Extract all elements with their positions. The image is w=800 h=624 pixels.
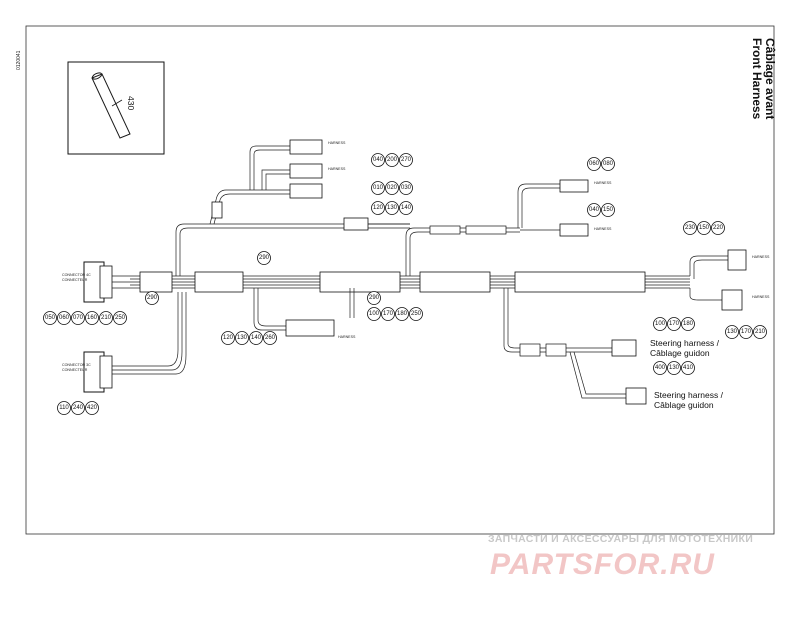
svg-text:410: 410 <box>683 365 694 371</box>
steering-label-2a: Steering harness / <box>654 390 724 400</box>
svg-text:270: 270 <box>401 157 412 163</box>
svg-text:CONNECTOR 3C: CONNECTOR 3C <box>62 363 91 367</box>
svg-text:CONNECTEUR: CONNECTEUR <box>62 368 88 372</box>
svg-text:040: 040 <box>589 207 600 213</box>
callout-row-3: 120 130 140 <box>371 201 413 215</box>
svg-text:HARNESS: HARNESS <box>752 295 770 299</box>
svg-text:HARNESS: HARNESS <box>594 227 612 231</box>
callout-row-left2: 110 240 420 <box>57 401 99 415</box>
callout-row-left: 050 060 070 160 210 250 <box>43 311 127 325</box>
svg-text:HARNESS: HARNESS <box>328 141 346 145</box>
upper-branch: HARNESS HARNESS HARNESS HARNESS <box>175 139 612 276</box>
callout-row-2: 010 020 030 <box>371 181 413 195</box>
svg-text:210: 210 <box>755 329 766 335</box>
svg-text:240: 240 <box>73 405 84 411</box>
svg-text:130: 130 <box>727 329 738 335</box>
svg-text:250: 250 <box>411 311 422 317</box>
svg-text:170: 170 <box>383 311 394 317</box>
svg-text:180: 180 <box>683 321 694 327</box>
svg-text:100: 100 <box>369 311 380 317</box>
svg-text:CONNECTOR 4C: CONNECTOR 4C <box>62 273 91 277</box>
steering-label-2b: Câblage guidon <box>654 400 714 410</box>
main-trunk <box>130 271 690 293</box>
svg-text:020: 020 <box>387 185 398 191</box>
svg-text:290: 290 <box>369 295 380 301</box>
svg-text:130: 130 <box>237 335 248 341</box>
svg-text:040: 040 <box>373 157 384 163</box>
watermark-line-1: ЗАПЧАСТИ И АКСЕССУАРЫ ДЛЯ МОТОТЕХНИКИ <box>488 533 753 545</box>
callout-row-top: 040 200 270 <box>371 153 413 167</box>
watermark-logo: PARTSFOR.RU <box>490 548 715 581</box>
svg-text:130: 130 <box>387 205 398 211</box>
inset-callout: 430 <box>126 96 136 110</box>
svg-text:HARNESS: HARNESS <box>752 255 770 259</box>
svg-text:180: 180 <box>397 311 408 317</box>
svg-text:080: 080 <box>603 161 614 167</box>
callout-row-mid: 100 170 180 250 <box>367 307 423 321</box>
svg-text:050: 050 <box>45 315 56 321</box>
left-connector-1: CONNECTOR 4C CONNECTEUR <box>62 261 130 303</box>
svg-text:070: 070 <box>73 315 84 321</box>
svg-text:HARNESS: HARNESS <box>338 335 356 339</box>
page-title: Front Harness Câblage avant <box>750 38 777 120</box>
drawing-id: 0120041 <box>16 50 22 70</box>
svg-text:HARNESS: HARNESS <box>328 167 346 171</box>
svg-text:260: 260 <box>265 335 276 341</box>
callout-row-mid-left: 120 130 140 260 <box>221 331 277 345</box>
right-connectors: HARNESS HARNESS <box>689 249 770 311</box>
svg-text:220: 220 <box>713 225 724 231</box>
callout-row-right-conn2: 130 170 210 <box>725 325 767 339</box>
title-line-2: Câblage avant <box>763 38 777 119</box>
svg-text:060: 060 <box>59 315 70 321</box>
svg-text:210: 210 <box>101 315 112 321</box>
lower-middle-branch: HARNESS <box>253 288 356 339</box>
svg-text:250: 250 <box>115 315 126 321</box>
svg-text:150: 150 <box>699 225 710 231</box>
svg-text:140: 140 <box>251 335 262 341</box>
svg-text:120: 120 <box>373 205 384 211</box>
callout-290-c: 290 <box>367 291 381 305</box>
svg-text:HARNESS: HARNESS <box>594 181 612 185</box>
left-connector-2: CONNECTOR 3C CONNECTEUR <box>62 292 187 393</box>
svg-text:150: 150 <box>603 207 614 213</box>
svg-text:230: 230 <box>685 225 696 231</box>
callout-290-a: 290 <box>257 251 271 265</box>
svg-text:120: 120 <box>223 335 234 341</box>
svg-text:110: 110 <box>59 405 69 411</box>
svg-text:060: 060 <box>589 161 600 167</box>
inset-box <box>67 61 165 155</box>
svg-text:200: 200 <box>387 157 398 163</box>
svg-text:160: 160 <box>87 315 98 321</box>
svg-text:400: 400 <box>655 365 666 371</box>
svg-text:130: 130 <box>669 365 680 371</box>
svg-text:010: 010 <box>373 185 384 191</box>
svg-text:290: 290 <box>259 255 270 261</box>
drawing-frame <box>25 25 775 535</box>
title-line-1: Front Harness <box>750 38 764 120</box>
svg-text:030: 030 <box>401 185 412 191</box>
steering-branch <box>503 288 647 405</box>
svg-text:CONNECTEUR: CONNECTEUR <box>62 278 88 282</box>
svg-text:140: 140 <box>401 205 412 211</box>
svg-text:170: 170 <box>669 321 680 327</box>
callout-row-steer1: 100 170 180 <box>653 317 695 331</box>
svg-text:170: 170 <box>741 329 752 335</box>
callout-row-right-top: 060 080 <box>587 157 615 171</box>
steering-label-1b: Câblage guidon <box>650 348 710 358</box>
callout-row-right-2: 040 150 <box>587 203 615 217</box>
callout-row-right-conn: 230 150 220 <box>683 221 725 235</box>
steering-label-1a: Steering harness / <box>650 338 720 348</box>
callout-row-steer2: 400 130 410 <box>653 361 695 375</box>
svg-text:290: 290 <box>147 295 158 301</box>
tube-part <box>91 72 131 139</box>
svg-text:100: 100 <box>655 321 666 327</box>
callout-290-b: 290 <box>145 291 159 305</box>
svg-text:420: 420 <box>87 405 98 411</box>
